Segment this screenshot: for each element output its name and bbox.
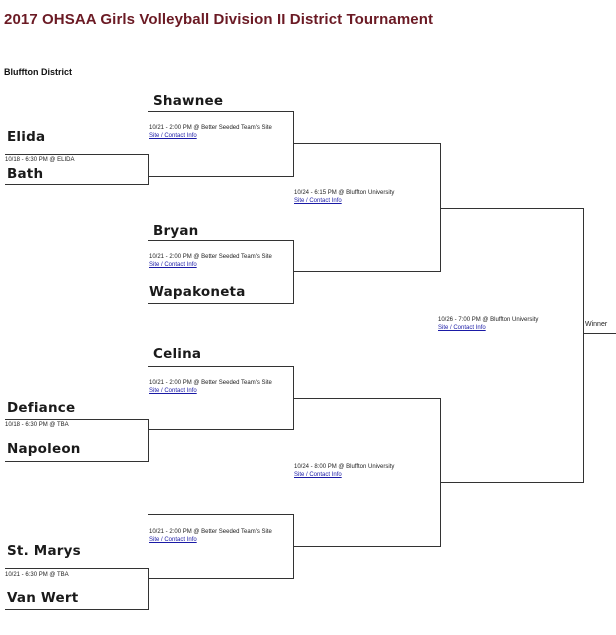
team-wapakoneta: Wapakoneta	[149, 284, 246, 300]
bracket-line	[148, 578, 293, 579]
match-time: 10/21 - 2:00 PM @ Better Seeded Team's S…	[149, 254, 272, 260]
match-info: 10/21 - 6:30 PM @ TBA	[5, 572, 69, 578]
winner-label: Winner	[585, 321, 608, 328]
bracket-line	[148, 303, 293, 304]
bracket-line	[148, 111, 293, 112]
team-van-wert: Van Wert	[7, 590, 79, 606]
bracket-line	[148, 419, 149, 462]
bracket-line	[148, 366, 293, 367]
match-info: 10/21 - 2:00 PM @ Better Seeded Team's S…	[149, 253, 272, 269]
match-time: 10/24 - 8:00 PM @ Bluffton University	[294, 464, 395, 470]
bracket-line	[293, 240, 294, 304]
bracket-line	[148, 176, 293, 177]
bracket-line	[5, 609, 148, 610]
team-celina: Celina	[153, 346, 202, 362]
match-info: 10/24 - 6:15 PM @ Bluffton University Si…	[294, 189, 394, 205]
match-info: 10/21 - 2:00 PM @ Better Seeded Team's S…	[149, 124, 272, 140]
match-info: 10/18 - 6:30 PM @ ELIDA	[5, 157, 75, 163]
site-contact-link[interactable]: Site / Contact Info	[149, 537, 197, 543]
site-contact-link[interactable]: Site / Contact Info	[438, 325, 486, 331]
district-label: Bluffton District	[4, 67, 72, 77]
bracket-line	[5, 419, 148, 420]
match-info: 10/24 - 8:00 PM @ Bluffton University Si…	[294, 463, 394, 479]
page-title: 2017 OHSAA Girls Volleyball Division II …	[4, 11, 434, 28]
team-elida: Elida	[7, 129, 46, 145]
bracket-line	[148, 429, 293, 430]
team-bath: Bath	[7, 166, 44, 182]
match-time: 10/24 - 6:15 PM @ Bluffton University	[294, 190, 395, 196]
site-contact-link[interactable]: Site / Contact Info	[149, 133, 197, 139]
match-time: 10/21 - 2:00 PM @ Better Seeded Team's S…	[149, 529, 272, 535]
bracket-line	[5, 568, 148, 569]
team-napoleon: Napoleon	[7, 441, 81, 457]
team-defiance: Defiance	[7, 400, 76, 416]
match-time: 10/26 - 7:00 PM @ Bluffton University	[438, 317, 539, 323]
team-st-marys: St. Marys	[7, 543, 81, 559]
match-info: 10/18 - 6:30 PM @ TBA	[5, 422, 69, 428]
bracket-line	[293, 398, 440, 399]
site-contact-link[interactable]: Site / Contact Info	[149, 262, 197, 268]
bracket-line	[5, 154, 148, 155]
team-bryan: Bryan	[153, 223, 199, 239]
bracket-line	[148, 514, 293, 515]
bracket-line	[5, 461, 148, 462]
site-contact-link[interactable]: Site / Contact Info	[294, 198, 342, 204]
bracket-line	[148, 568, 149, 610]
match-time: 10/21 - 2:00 PM @ Better Seeded Team's S…	[149, 125, 272, 131]
site-contact-link[interactable]: Site / Contact Info	[149, 388, 197, 394]
match-info: 10/21 - 2:00 PM @ Better Seeded Team's S…	[149, 379, 272, 395]
bracket-line	[293, 546, 440, 547]
bracket-line	[293, 143, 440, 144]
bracket-line	[293, 271, 440, 272]
bracket-line	[293, 111, 294, 177]
bracket-line	[5, 184, 148, 185]
bracket-line	[583, 208, 584, 483]
site-contact-link[interactable]: Site / Contact Info	[294, 472, 342, 478]
bracket-line	[440, 398, 441, 547]
match-time: 10/21 - 2:00 PM @ Better Seeded Team's S…	[149, 380, 272, 386]
match-info: 10/21 - 2:00 PM @ Better Seeded Team's S…	[149, 528, 272, 544]
bracket-line	[440, 208, 583, 209]
bracket-line	[440, 143, 441, 272]
bracket-line	[583, 333, 616, 334]
match-info: 10/26 - 7:00 PM @ Bluffton University Si…	[438, 316, 538, 332]
bracket-line	[440, 482, 583, 483]
bracket-line	[148, 154, 149, 185]
team-shawnee: Shawnee	[153, 93, 224, 109]
bracket-line	[148, 240, 293, 241]
